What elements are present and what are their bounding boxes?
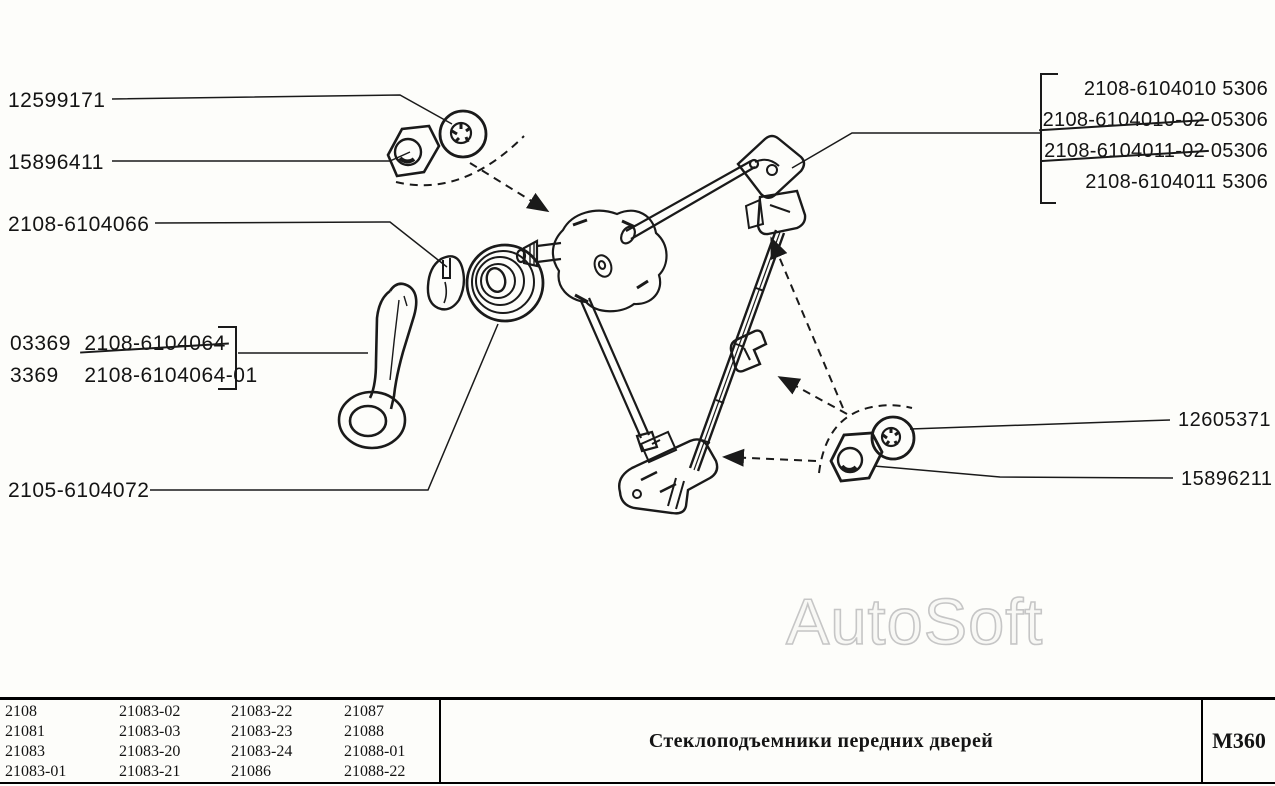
part-label-2108-6104066: 2108-6104066 — [8, 213, 150, 236]
regulator-part-group: 2108-6104010 5306 2108-6104010-02 05306 … — [1032, 74, 1268, 198]
nut-washer-bottom — [829, 415, 916, 483]
model-cell: 2108 — [5, 703, 37, 720]
model-cell: 21087 — [344, 703, 384, 720]
handle-rosette — [465, 243, 545, 323]
lower-rod — [579, 297, 659, 453]
model-cell: 21083-03 — [119, 723, 181, 740]
part-label-2105-6104072: 2105-6104072 — [8, 479, 150, 502]
model-cell: 21083-23 — [231, 723, 293, 740]
regulator-part-row: 2108-6104011 5306 — [1032, 167, 1268, 198]
model-list-grid: 2108 21083-02 21083-22 21087 21081 21083… — [5, 702, 431, 780]
regulator-part-row: 2108-6104010 5306 — [1032, 74, 1268, 105]
model-cell: 21088-01 — [344, 743, 406, 760]
gear-drive-unit — [515, 209, 668, 313]
window-regulator-diagram — [111, 73, 1174, 515]
part-label-12599171: 12599171 — [8, 89, 106, 112]
model-cell: 21083-24 — [231, 743, 293, 760]
rail-clamp — [729, 329, 768, 373]
part-label-12605371: 12605371 — [1178, 409, 1271, 431]
handle-part-row-2: 3369 2108-6104064-01 — [10, 360, 258, 392]
part-number-struck: 2108-6104010-02 — [1043, 105, 1205, 136]
model-cell: 21083-20 — [119, 743, 181, 760]
label-brackets — [218, 73, 1058, 390]
model-cell: 21083-01 — [5, 763, 67, 780]
handle-part-group: 03369 2108-6104064 3369 2108-6104064-01 — [10, 328, 258, 392]
model-cell: 21083-22 — [231, 703, 293, 720]
part-number-struck: 2108-6104011-02 — [1044, 136, 1205, 167]
part-suffix: 5306 — [1222, 171, 1268, 193]
part-suffix: 05306 — [1210, 109, 1268, 131]
sheet-code: М360 — [1201, 700, 1275, 782]
part-suffix: 5306 — [1222, 78, 1268, 100]
part-number: 2108-6104064-01 — [84, 364, 258, 387]
handle-spacer — [426, 255, 466, 311]
bottom-bracket — [618, 430, 719, 515]
sheet-title: Стеклоподъемники передних дверей — [648, 729, 994, 752]
model-list-table: 2108 21083-02 21083-22 21087 21081 21083… — [0, 700, 441, 782]
model-cell: 21088 — [344, 723, 384, 740]
regulator-part-row: 2108-6104010-02 05306 — [1032, 105, 1268, 136]
part-label-15896411: 15896411 — [8, 151, 104, 174]
model-cell: 21086 — [231, 763, 271, 780]
part-number-struck: 2108-6104064 — [84, 328, 225, 360]
top-bracket — [736, 134, 807, 236]
autosoft-watermark: AutoSoft — [785, 584, 1044, 659]
part-label-15896211: 15896211 — [1181, 468, 1273, 490]
crank-handle — [337, 282, 418, 450]
nut-washer-top — [386, 109, 488, 178]
handle-part-row-1: 03369 2108-6104064 — [10, 328, 258, 360]
part-number: 2108-6104011 — [1085, 171, 1217, 193]
part-code-prefix: 3369 — [10, 364, 59, 387]
model-cell: 21088-22 — [344, 763, 406, 780]
guide-rail — [688, 229, 786, 472]
upper-rod — [620, 158, 760, 245]
model-cell: 21083-02 — [119, 703, 181, 720]
model-cell: 21083-21 — [119, 763, 181, 780]
model-cell: 21081 — [5, 723, 45, 740]
leader-lines — [111, 94, 1174, 491]
dashed-indicators — [395, 135, 913, 474]
regulator-part-row: 2108-6104011-02 05306 — [1032, 136, 1268, 167]
part-suffix: 05306 — [1210, 140, 1268, 162]
part-number: 2108-6104010 — [1083, 78, 1217, 100]
footer-bar: 2108 21083-02 21083-22 21087 21081 21083… — [0, 697, 1275, 784]
part-code-prefix: 03369 — [10, 332, 71, 355]
model-cell: 21083 — [5, 743, 45, 760]
